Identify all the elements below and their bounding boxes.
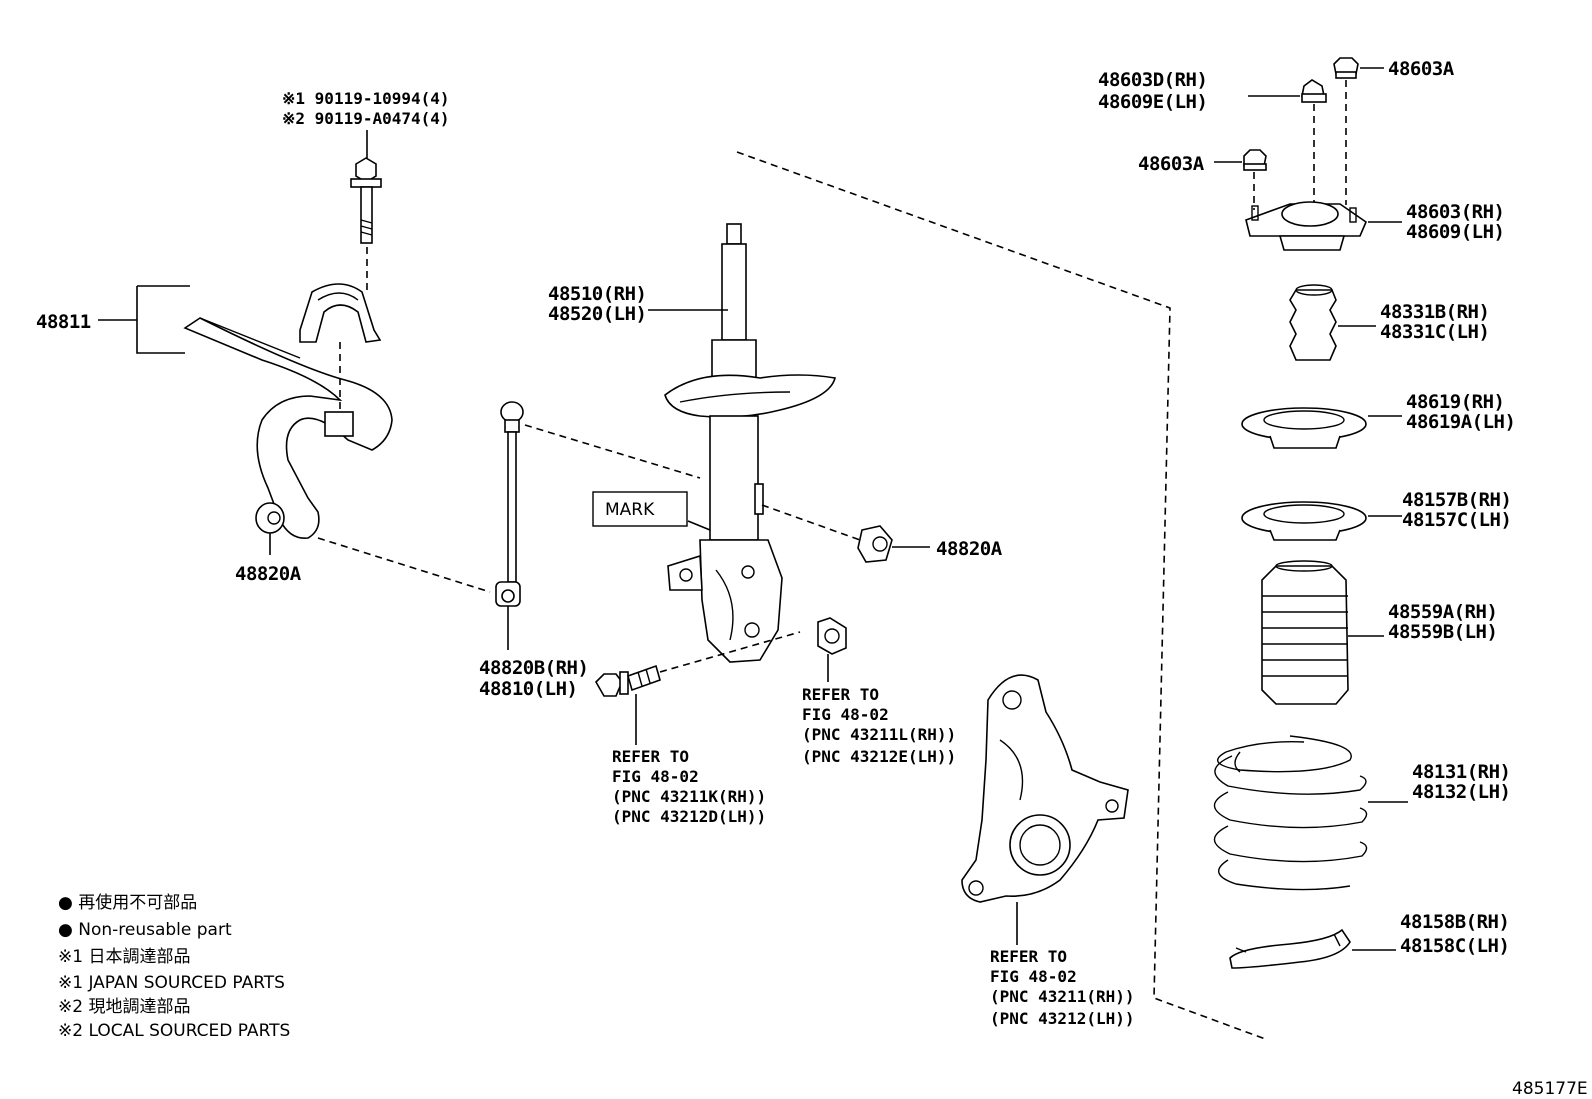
bar-to-link-dash (317, 537, 491, 593)
svg-text:※1 JAPAN SOURCED PARTS: ※1 JAPAN SOURCED PARTS (58, 973, 285, 993)
link-to-strut-dash (524, 424, 701, 479)
ref-nut: REFER TO FIG 48-02 (PNC 43211L(RH)) (PNC… (802, 685, 956, 766)
mark-box (592, 491, 688, 527)
svg-text:※2 現地調達部品: ※2 現地調達部品 (58, 997, 190, 1017)
knuckle-bolt[interactable] (595, 664, 661, 697)
svg-text:(PNC 43211L(RH)): (PNC 43211L(RH)) (802, 725, 956, 744)
boot-rh-label: 48559A(RH) (1388, 601, 1497, 623)
mark-lead (687, 520, 711, 531)
svg-text:(PNC 43212E(LH)): (PNC 43212E(LH)) (802, 747, 956, 766)
bushing-left-label: 48820A (235, 563, 302, 585)
ref-knuckle: REFER TO FIG 48-02 (PNC 43211(RH)) (PNC … (990, 947, 1135, 1028)
bumper-rh-label: 48331B(RH) (1380, 301, 1489, 323)
lower-ins-lh-label: 48158C(LH) (1400, 935, 1509, 957)
bushing-left[interactable] (255, 502, 285, 534)
strut-lh-label: 48520(LH) (548, 303, 646, 325)
coil-spring[interactable] (1213, 735, 1368, 891)
steering-knuckle[interactable] (961, 674, 1129, 903)
mark-label: MARK (605, 500, 655, 520)
stabilizer-link[interactable] (495, 401, 524, 607)
boot-lh-label: 48559B(LH) (1388, 621, 1497, 643)
assembly-outline (736, 151, 1269, 1041)
nut-a-left-label: 48603A (1138, 153, 1205, 175)
svg-text:※1 日本調達部品: ※1 日本調達部品 (58, 947, 190, 967)
nut-48603a-left[interactable] (1243, 149, 1267, 171)
bolt-to-nut-dash (659, 631, 801, 673)
mount-lh-label: 48609(LH) (1406, 221, 1504, 243)
strut-assembly[interactable] (664, 223, 836, 663)
upper-spring-seat[interactable] (1241, 407, 1367, 449)
knuckle-nut[interactable] (817, 617, 847, 655)
stabilizer-bracket[interactable] (299, 283, 382, 343)
strut-to-bushing-dash (761, 504, 861, 541)
insulator-rh-label: 48157B(RH) (1402, 489, 1511, 511)
spring-lh-label: 48132(LH) (1412, 781, 1510, 803)
svg-text:REFER TO: REFER TO (990, 947, 1067, 966)
upper-seat-lh-label: 48619A(LH) (1406, 411, 1515, 433)
svg-text:FIG 48-02: FIG 48-02 (990, 967, 1077, 986)
bushing-right-label: 48820A (936, 538, 1003, 560)
spring-insulator[interactable] (1241, 501, 1367, 541)
nut-e-label: 48609E(LH) (1098, 91, 1207, 113)
nut-a-top-label: 48603A (1388, 58, 1455, 80)
svg-text:● 再使用不可部品: ● 再使用不可部品 (58, 892, 197, 913)
svg-text:(PNC 43211(RH)): (PNC 43211(RH)) (990, 987, 1135, 1006)
spring-rh-label: 48131(RH) (1412, 761, 1510, 783)
nut-48603d[interactable] (1301, 79, 1327, 103)
strut-rh-label: 48510(RH) (548, 283, 646, 305)
lower-insulator[interactable] (1229, 928, 1351, 969)
lower-ins-rh-label: 48158B(RH) (1400, 911, 1509, 933)
ref-bolt: REFER TO FIG 48-02 (PNC 43211K(RH)) (PNC… (612, 747, 766, 826)
svg-text:(PNC 43212D(LH)): (PNC 43212D(LH)) (612, 807, 766, 826)
svg-text:● Non-reusable part: ● Non-reusable part (58, 920, 232, 940)
strut-mount[interactable] (1245, 201, 1367, 251)
insulator-lh-label: 48157C(LH) (1402, 509, 1511, 531)
svg-text:FIG 48-02: FIG 48-02 (802, 705, 889, 724)
svg-text:(PNC 43211K(RH)): (PNC 43211K(RH)) (612, 787, 766, 806)
stabilizer-bolt[interactable] (350, 157, 382, 244)
bushing-right[interactable] (857, 525, 893, 563)
nut-d-label: 48603D(RH) (1098, 69, 1207, 91)
nut-48603a-top[interactable] (1333, 57, 1359, 79)
dust-boot[interactable] (1261, 560, 1349, 705)
stabilizer-bar-bracket-lead (98, 285, 190, 354)
bolt-label-1: ※1 90119-10994(4) (282, 89, 450, 108)
bumper-lh-label: 48331C(LH) (1380, 321, 1489, 343)
link-rh-label: 48820B(RH) (479, 657, 588, 679)
svg-text:REFER TO: REFER TO (802, 685, 879, 704)
svg-text:※2 LOCAL SOURCED PARTS: ※2 LOCAL SOURCED PARTS (58, 1021, 290, 1041)
bound-stopper[interactable] (1289, 284, 1337, 361)
svg-text:FIG 48-02: FIG 48-02 (612, 767, 699, 786)
stabilizer-bar[interactable] (183, 317, 393, 539)
upper-seat-rh-label: 48619(RH) (1406, 391, 1504, 413)
legend: ● 再使用不可部品 ● Non-reusable part ※1 日本調達部品 … (58, 892, 290, 1041)
stabilizer-bar-label: 48811 (36, 311, 91, 333)
figure-id: 485177E (1512, 1079, 1588, 1099)
bolt-label-2: ※2 90119-A0474(4) (282, 109, 450, 128)
mount-rh-label: 48603(RH) (1406, 201, 1504, 223)
link-lh-label: 48810(LH) (479, 678, 577, 700)
svg-text:(PNC 43212(LH)): (PNC 43212(LH)) (990, 1009, 1135, 1028)
svg-text:REFER TO: REFER TO (612, 747, 689, 766)
